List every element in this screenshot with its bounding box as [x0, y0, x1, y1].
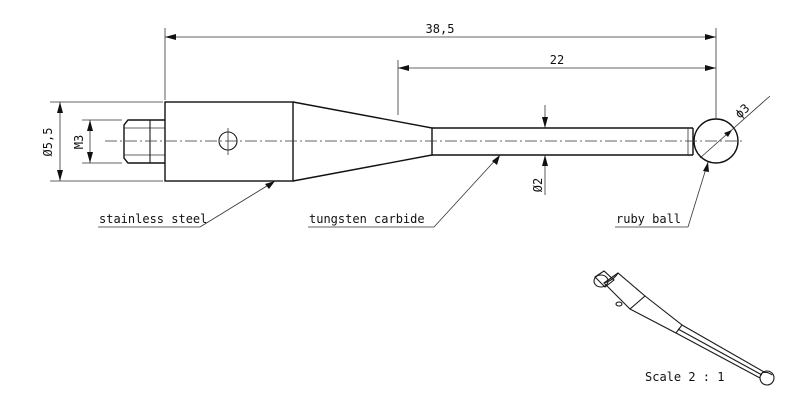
iso-ruby-ball [759, 370, 775, 386]
ball-diameter-value: ϕ3 [732, 101, 752, 121]
iso-cross-hole [615, 301, 623, 307]
leader-ruby-ball: ruby ball [615, 161, 709, 228]
thread-value: M3 [72, 135, 86, 149]
taper-section [292, 101, 433, 182]
label-tungsten-carbide: tungsten carbide [309, 212, 425, 226]
leader-tungsten-carbide: tungsten carbide [308, 154, 501, 228]
label-ruby-ball: ruby ball [616, 212, 681, 226]
dim-stem-diameter: Ø2 [531, 105, 548, 195]
body-diameter-value: Ø5,5 [41, 128, 55, 157]
body-cylinder [164, 101, 294, 182]
dim-overall-length: 38,5 [164, 22, 717, 119]
label-stainless-steel: stainless steel [99, 212, 207, 226]
dim-body-diameter: Ø5,5 [41, 101, 163, 182]
scale-label: Scale 2 : 1 [645, 370, 724, 384]
thread-section [123, 119, 165, 164]
leader-stainless-steel: stainless steel [98, 180, 276, 228]
overall-length-value: 38,5 [426, 22, 455, 36]
stem-diameter-value: Ø2 [531, 178, 545, 192]
dim-ball-diameter: ϕ3 [699, 95, 771, 159]
isometric-view [593, 270, 775, 386]
stem-length-value: 22 [550, 53, 564, 67]
stem [432, 127, 694, 156]
dim-thread: M3 [72, 119, 122, 164]
dim-stem-length: 22 [397, 53, 716, 115]
stylus-part [105, 101, 745, 182]
